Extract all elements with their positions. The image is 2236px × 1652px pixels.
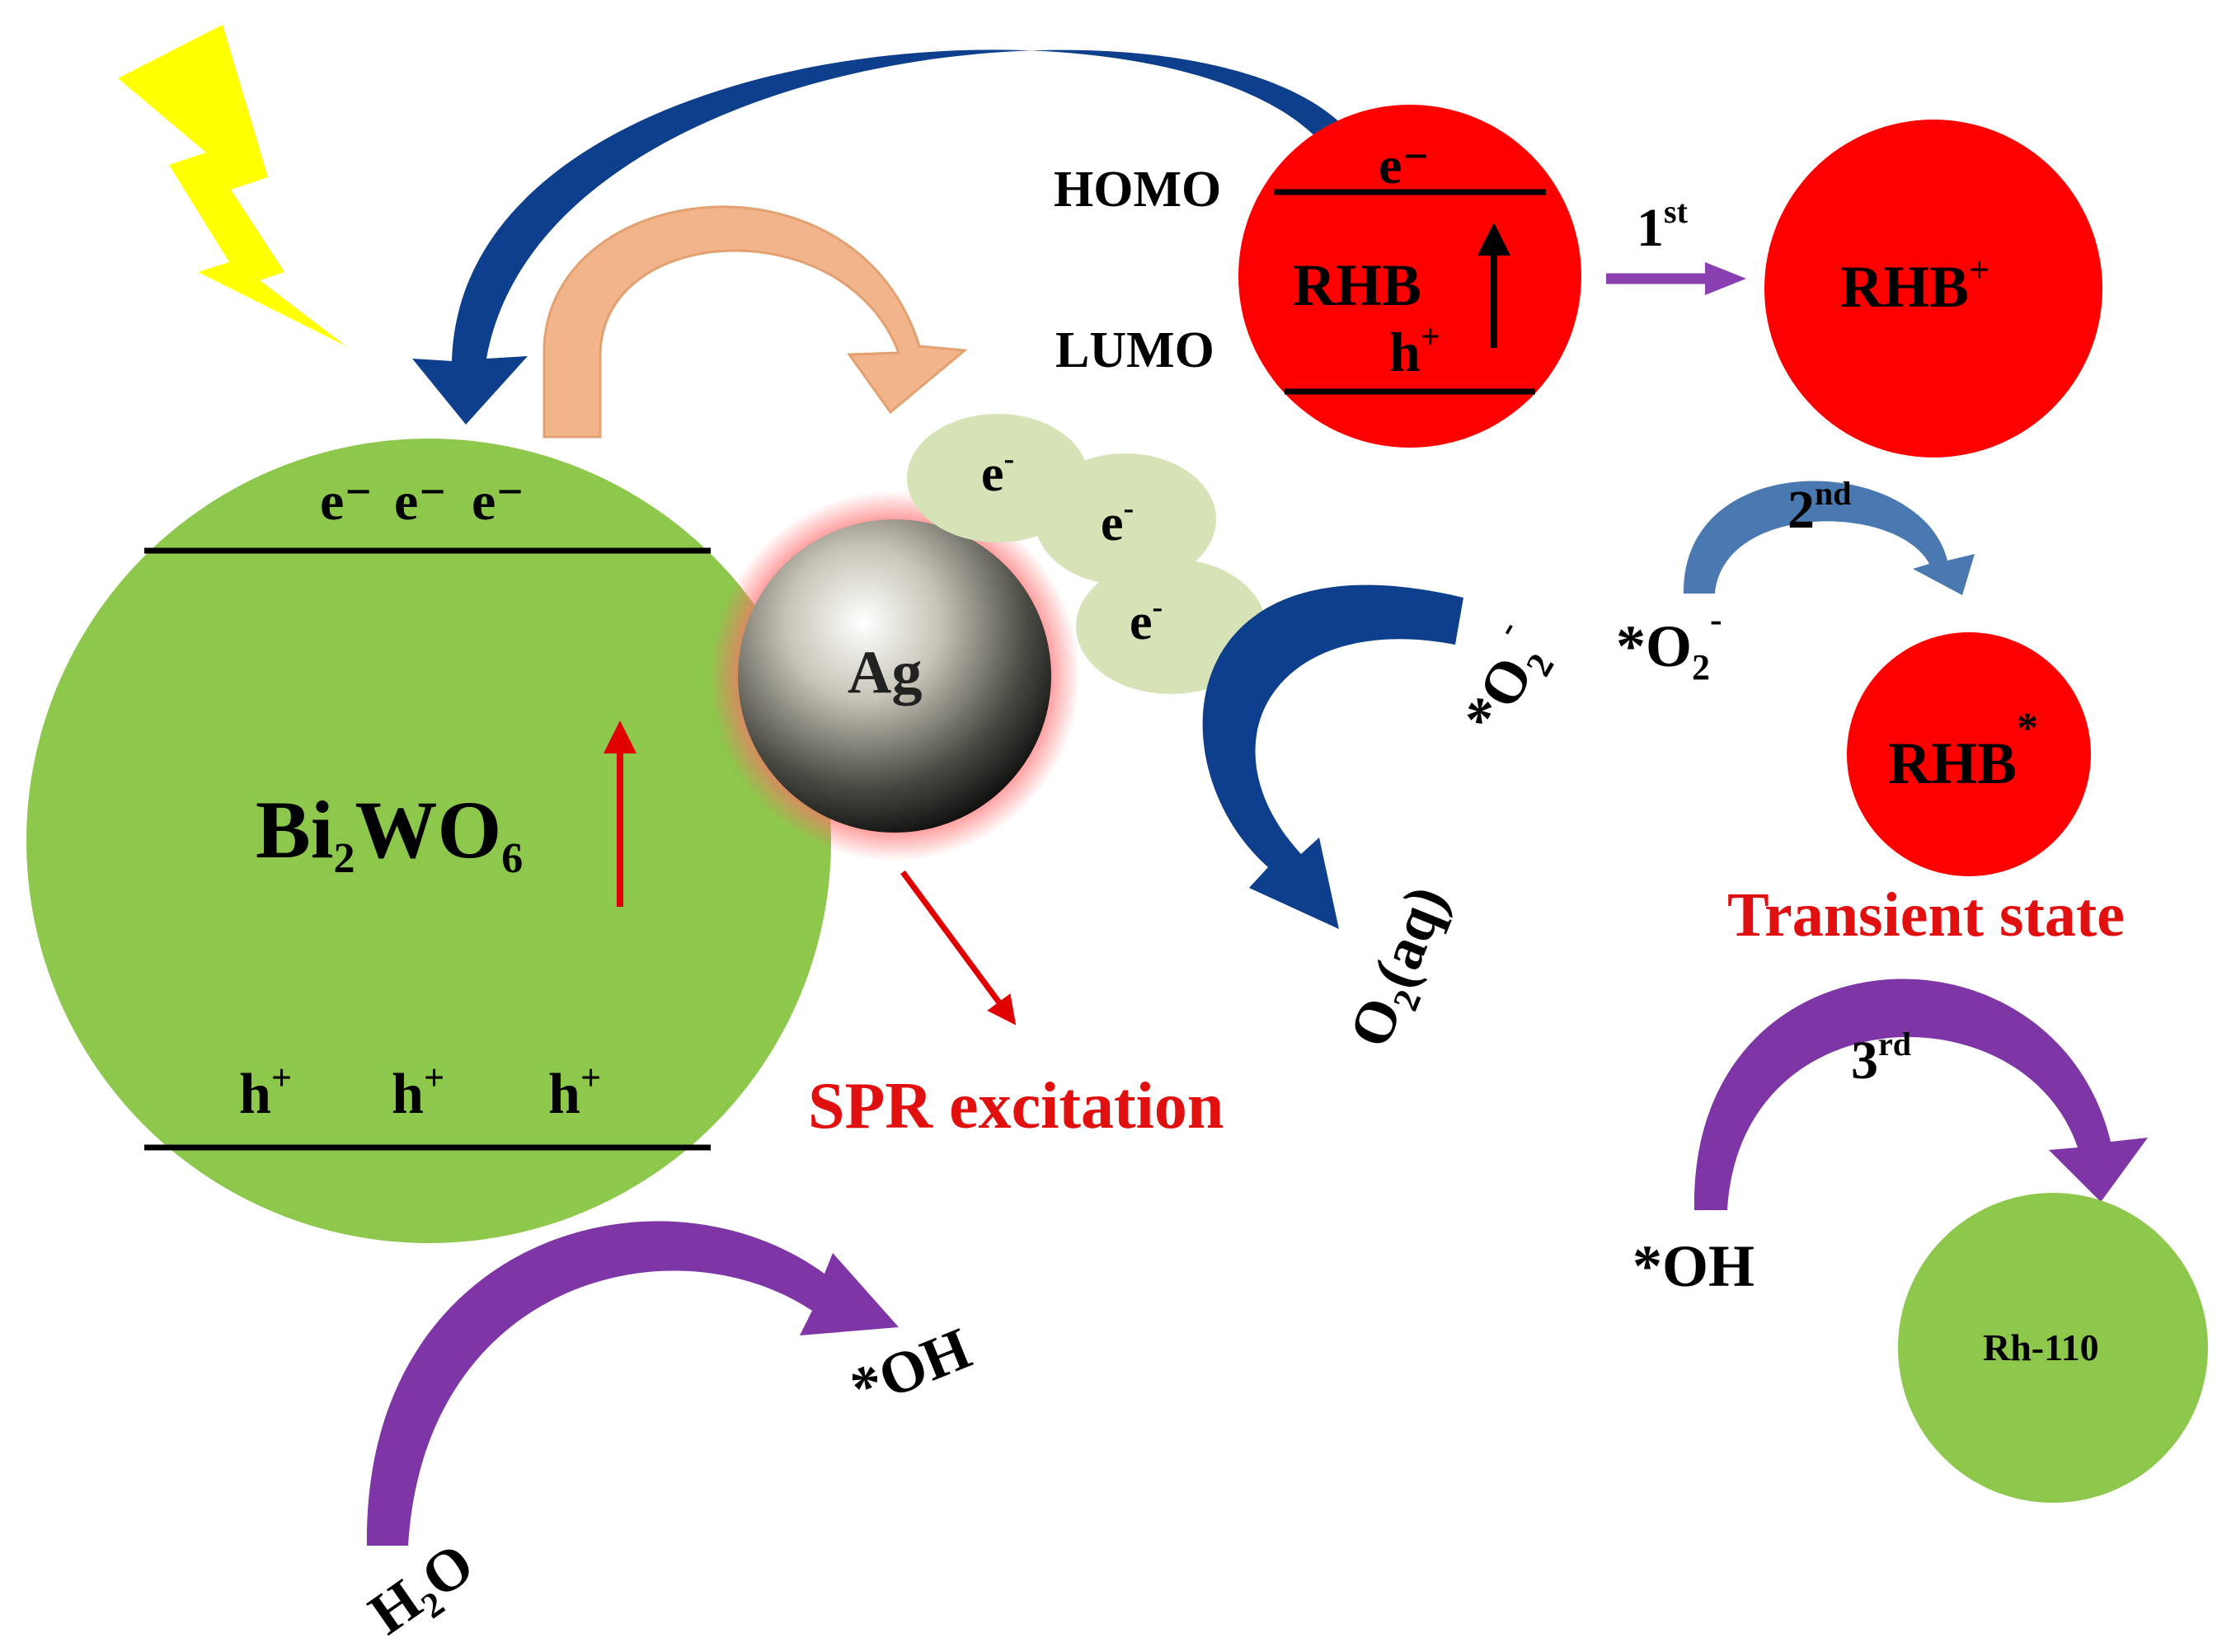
bi2wo6-label-wo: WO [355,784,501,875]
vb-hole-2: h+ [392,1058,444,1126]
rhb-plus-sphere [1764,120,2102,458]
step-3-arrow [1693,979,2148,1210]
cloud-electron-2: e- [1101,491,1134,551]
bi2wo6-label-sub2: 6 [501,835,523,882]
oh-bottom-label: *OH [842,1315,979,1422]
water-label: H₂O [357,1530,485,1647]
rhb-star-label: RHB* [1888,705,2038,796]
cb-electron-2: e⁻ [394,472,447,532]
lightning-bolt-icon [118,25,346,346]
step-2-arrow [1683,481,1975,595]
oxygen-aq-label: O2(aq) [1336,877,1468,1059]
rh110-label: Rh-110 [1983,1326,2099,1368]
vb-hole-1: h+ [239,1058,292,1126]
spr-arrow [900,870,1017,1025]
transient-state-label: Transient state [1727,880,2125,950]
ag-label: Ag [848,639,922,706]
cloud-electron-3: e- [1130,590,1163,650]
step-1-label: 1st [1637,193,1689,258]
oh-right-label: *OH [1632,1233,1755,1299]
bi2wo6-label: Bi2WO6 [256,784,523,882]
step-1-arrowhead [1705,262,1746,295]
spr-label: SPR excitation [808,1070,1224,1143]
oxygen-reduction-arrow [1202,584,1463,929]
peach-transfer-arrow [543,205,968,439]
electron-cloud-2 [1035,453,1216,585]
rhb-orbital-electron: e⁻ [1379,136,1430,195]
bi2wo6-label-bi: Bi [256,784,333,875]
rh110-sphere [1898,1193,2208,1503]
cloud-electron-1: e- [981,442,1014,502]
water-oxidation-arrow [366,1221,899,1546]
bi2wo6-sphere [26,439,831,1243]
ag-sphere [738,519,1051,833]
homo-label: HOMO [1054,162,1221,218]
superoxide-right-label: *O2- [1616,599,1722,688]
rhb-orbital-label: RHB [1293,252,1421,318]
bi2wo6-label-sub1: 2 [333,835,355,882]
rhb-plus-label: RHB+ [1840,250,1989,320]
lumo-label: LUMO [1055,322,1214,378]
cb-electron-3: e⁻ [472,472,524,532]
dark-blue-injection-arrow [412,49,1351,425]
step-2-label: 2nd [1787,475,1852,540]
vb-hole-3: h+ [548,1058,601,1126]
superoxide-left-label: *O2- [1439,612,1568,749]
rhb-orbital-hole: h+ [1389,318,1440,383]
cb-electron-1: e⁻ [320,472,373,532]
step-3-label: 3rd [1851,1025,1911,1091]
rhb-star-sphere [1847,632,2091,876]
